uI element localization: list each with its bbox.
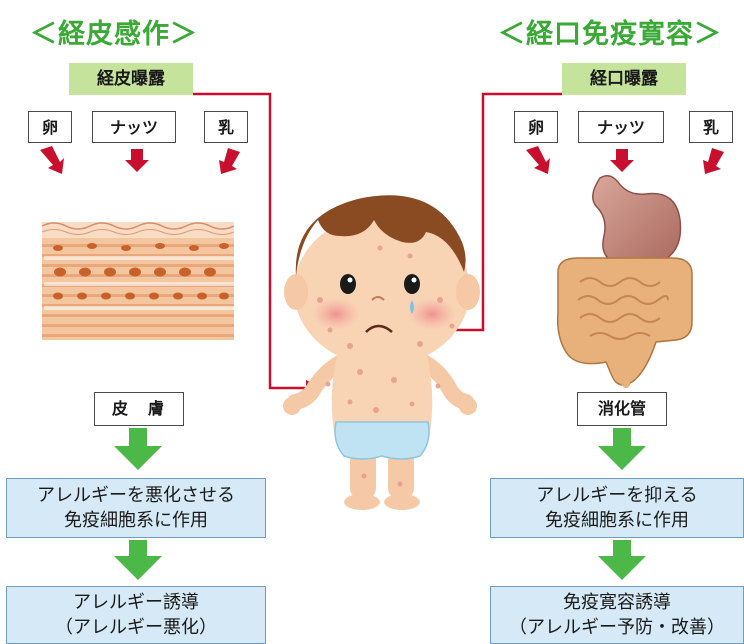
left-immune-effect-line1: アレルギーを悪化させる bbox=[37, 485, 235, 506]
flow-arrows bbox=[114, 428, 646, 580]
left-title: ＜経皮感作＞ bbox=[30, 19, 198, 50]
left-immune-effect-line2: 免疫細胞系に作用 bbox=[64, 510, 208, 531]
right-food-arrows bbox=[526, 146, 724, 174]
right-food-egg: 卵 bbox=[514, 111, 558, 143]
left-immune-effect-box: アレルギーを悪化させる 免疫細胞系に作用 bbox=[6, 478, 266, 538]
right-outcome-box: 免疫寛容誘導 （アレルギー予防・改善） bbox=[490, 586, 744, 644]
arrow-effect-to-outcome-right bbox=[598, 540, 646, 580]
right-immune-effect-line1: アレルギーを抑える bbox=[536, 485, 698, 506]
oral-exposure-label: 経口曝露 bbox=[562, 63, 686, 95]
right-food-milk: 乳 bbox=[689, 111, 733, 143]
right-food-nuts: ナッツ bbox=[578, 111, 664, 143]
left-outcome-box: アレルギー誘導 （アレルギー悪化） bbox=[6, 586, 266, 644]
right-immune-effect-box: アレルギーを抑える 免疫細胞系に作用 bbox=[490, 478, 744, 538]
skin-exposure-label: 経皮曝露 bbox=[69, 63, 193, 95]
left-food-nuts: ナッツ bbox=[92, 111, 176, 143]
right-immune-effect-line2: 免疫細胞系に作用 bbox=[545, 510, 689, 531]
left-outcome-line1: アレルギー誘導 bbox=[73, 592, 199, 613]
skin-cross-section-illustration bbox=[41, 222, 235, 340]
right-title: ＜経口免疫寛容＞ bbox=[498, 19, 722, 50]
skin-label: 皮 膚 bbox=[94, 392, 184, 426]
right-outcome-line1: 免疫寛容誘導 bbox=[563, 592, 671, 613]
left-outcome-line2: （アレルギー悪化） bbox=[55, 617, 217, 638]
arrow-gut-to-effect bbox=[598, 428, 646, 470]
baby-illustration bbox=[283, 195, 480, 510]
digestive-tract-label: 消化管 bbox=[577, 392, 667, 426]
left-food-arrows bbox=[40, 146, 240, 174]
arrow-skin-to-effect bbox=[114, 428, 162, 470]
digestive-organs-illustration bbox=[556, 175, 693, 388]
left-food-egg: 卵 bbox=[28, 111, 72, 143]
left-food-milk: 乳 bbox=[204, 111, 248, 143]
right-outcome-line2: （アレルギー予防・改善） bbox=[509, 617, 725, 638]
arrow-effect-to-outcome-left bbox=[114, 540, 162, 580]
